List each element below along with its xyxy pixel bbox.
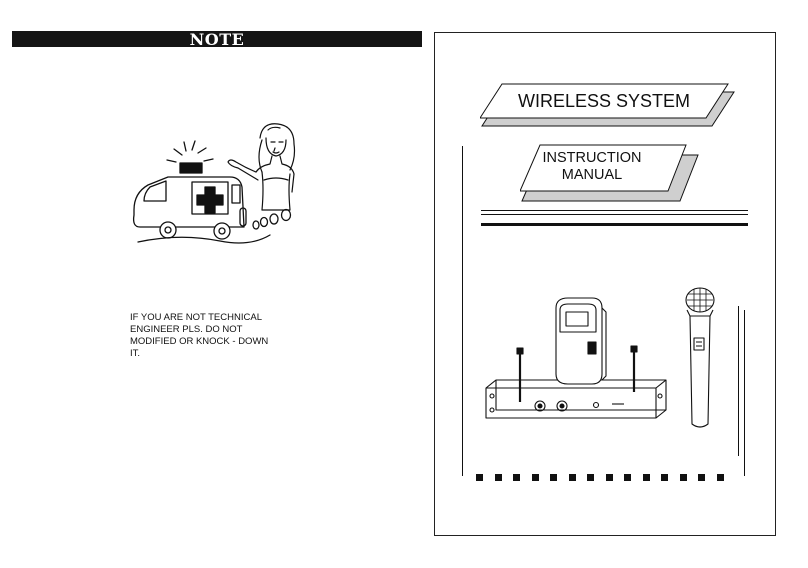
microphone-icon bbox=[685, 287, 715, 428]
subtitle-banner bbox=[520, 144, 699, 202]
note-header-text: NOTE bbox=[189, 30, 245, 49]
warning-line: IF YOU ARE NOT TECHNICAL bbox=[130, 312, 262, 323]
right-vertical-rule bbox=[738, 306, 739, 456]
ambulance-icon bbox=[132, 140, 292, 244]
decorative-dot-row bbox=[476, 468, 746, 481]
subtitle-line: INSTRUCTION bbox=[542, 150, 642, 166]
warning-text: IF YOU ARE NOT TECHNICAL ENGINEER PLS. D… bbox=[130, 312, 290, 360]
thin-rule bbox=[481, 214, 748, 215]
left-vertical-rule bbox=[462, 146, 463, 476]
thick-rule bbox=[481, 223, 748, 226]
system-title: WIRELESS SYSTEM bbox=[517, 91, 691, 111]
product-illustration bbox=[485, 287, 715, 428]
cover-page-frame bbox=[434, 32, 776, 536]
woman-figure-icon bbox=[227, 123, 296, 211]
warning-line: IT. bbox=[130, 348, 141, 359]
note-header-bar: NOTE bbox=[12, 30, 422, 49]
warning-line: ENGINEER PLS. DO NOT bbox=[130, 324, 243, 335]
receiver-icon bbox=[485, 345, 667, 419]
title-banner bbox=[480, 83, 735, 127]
right-vertical-rule bbox=[744, 310, 745, 476]
subtitle-text: INSTRUCTION MANUAL bbox=[532, 150, 652, 184]
bodypack-transmitter-icon bbox=[555, 297, 607, 385]
subtitle-line: MANUAL bbox=[561, 167, 623, 183]
thin-rule bbox=[481, 210, 748, 211]
warning-line: MODIFIED OR KNOCK - DOWN bbox=[130, 336, 269, 347]
